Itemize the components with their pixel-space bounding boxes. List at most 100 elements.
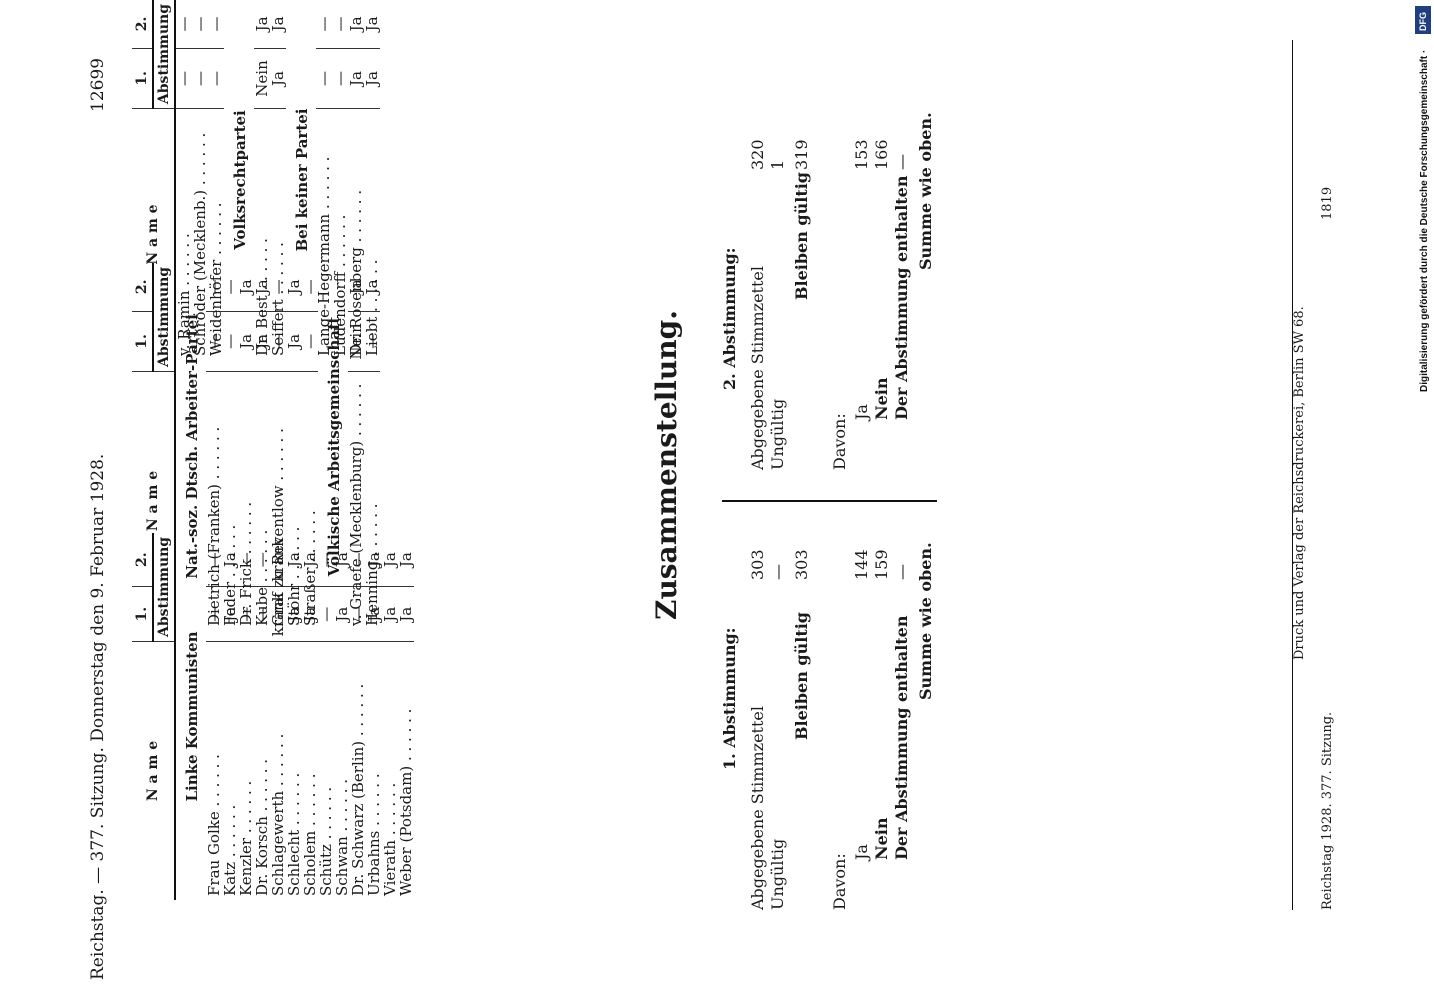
group-row: Bei keiner Partei: [286, 0, 316, 360]
member-name: v. Graefe (Mecklenburg) . . . . . .: [347, 383, 365, 626]
vote2-cell: Ja: [381, 532, 399, 587]
first-enthalten-label: Der Abstimmung enthalten: [892, 615, 911, 861]
name-header: N a m e: [132, 108, 175, 360]
first-nein-label: Nein: [872, 817, 891, 860]
name-header: N a m e: [132, 371, 175, 630]
dfg-logo-text: DFG: [1418, 12, 1428, 31]
vote2-header: 2.: [132, 0, 153, 49]
member-name: Dietrich (Franken) . . . . . .: [205, 426, 223, 626]
second-nein-value: 166: [872, 139, 891, 170]
vote1-header: 1.: [132, 48, 153, 109]
vote-table-3: N a m e 1. 2. Abstimmung v. Ramin . . . …: [132, 0, 381, 360]
member-name: Straßer . . . . . .: [301, 510, 319, 626]
footer-center: Druck und Verlag der Reichsdruckerei, Be…: [1292, 306, 1307, 660]
second-summe-label: Summe wie oben.: [916, 112, 935, 270]
member-name: Kenzler . . . . . .: [237, 780, 255, 896]
member-name: Schütz . . . . . .: [317, 786, 335, 896]
second-enthalten-value: —: [892, 154, 911, 170]
vote1-cell: —: [191, 48, 209, 109]
second-nein-label: Nein: [872, 377, 891, 420]
table-row: v. Ramin . . . . . . ——: [175, 0, 193, 360]
member-name: Schwan . . . . . .: [333, 779, 351, 896]
first-ungueltig-label: Ungültig: [768, 838, 787, 910]
summary-title: Zusammenstellung.: [650, 310, 683, 620]
first-enthalten-value: —: [892, 564, 911, 580]
vote1-cell: —: [207, 48, 225, 109]
vote1-cell: Ja: [363, 48, 381, 109]
vote1-cell: —: [331, 48, 349, 109]
vote1-cell: —: [175, 48, 193, 109]
vote1-cell: Ja: [397, 586, 415, 642]
footer-number: 1819: [1320, 186, 1335, 220]
second-abgegeben-label: Abgegebene Stimmzettel: [748, 266, 767, 470]
first-ja-value: 144: [852, 549, 871, 580]
vote2-cell: —: [175, 0, 193, 49]
vote1-cell: Ja: [269, 48, 287, 109]
party-group-heading: Bei keiner Partei: [293, 108, 311, 252]
member-name: Weidenhöfer . . . . . .: [207, 202, 225, 356]
first-ungueltig-value: —: [768, 564, 787, 580]
group-row: Volksrechtpartei: [224, 0, 254, 360]
dfg-text: Digitalisierung gefördert durch die Deut…: [1419, 50, 1430, 392]
member-name: Weber (Potsdam) . . . . . .: [397, 708, 415, 896]
first-davon-label: Davon:: [830, 853, 849, 910]
member-name: Henning . . . . . .: [363, 503, 381, 626]
vote1-cell: Ja: [381, 586, 399, 642]
vote-label: Abstimmung: [153, 0, 175, 109]
second-bleiben-label: Bleiben gültig: [792, 172, 811, 300]
second-ungueltig-value: 1: [768, 159, 787, 170]
second-vote-heading: 2. Abstimmung:: [720, 247, 739, 390]
member-name: v. Ramin . . . . . .: [175, 233, 193, 356]
second-ungueltig-label: Ungültig: [768, 398, 787, 470]
first-abgegeben-value: 303: [748, 549, 767, 580]
second-enthalten-label: Der Abstimmung enthalten: [892, 175, 911, 421]
member-name: Dr. Schwarz (Berlin) . . . . . .: [349, 683, 367, 896]
name-header: N a m e: [132, 641, 175, 900]
first-vote-heading: 1. Abstimmung:: [720, 627, 739, 770]
table-row: Schröder (Mecklenb.) . . . . . .——: [191, 0, 209, 360]
member-name: Urbahns . . . . . .: [365, 773, 383, 896]
footer-rule: [1292, 40, 1293, 910]
first-bleiben-label: Bleiben gültig: [792, 612, 811, 740]
member-name: Seiffert . . . . . .: [269, 242, 287, 356]
member-name: Kube . . . . . .: [253, 529, 271, 626]
footer-left: Reichstag 1928. 377. Sitzung.: [1320, 711, 1335, 910]
member-name: Stöhr . . . . . .: [285, 526, 303, 626]
vote2-cell: Ja: [269, 0, 287, 49]
second-ja-value: 153: [852, 139, 871, 170]
member-name: Schlagewerth . . . . . .: [269, 733, 287, 896]
first-abgegeben-label: Abgegebene Stimmzettel: [748, 706, 767, 910]
member-name: Lange-Hegermann . . . . . .: [315, 156, 333, 356]
member-name: Vierath . . . . . .: [381, 782, 399, 896]
vote1-cell: —: [315, 48, 333, 109]
vote2-cell: —: [207, 0, 225, 49]
vote2-cell: Ja: [397, 532, 415, 587]
member-name: Graf zu Reventlow . . . . . .: [269, 428, 287, 626]
first-ja-label: Ja: [852, 844, 871, 860]
vote1-cell: Ja: [347, 48, 365, 109]
member-name: Schröder (Mecklenb.) . . . . . .: [191, 132, 209, 356]
vote2-cell: —: [315, 0, 333, 49]
member-name: Frau Golke . . . . . .: [205, 754, 223, 896]
dfg-strip: DFG Digitalisierung gefördert durch die …: [1415, 6, 1431, 392]
table-3-body: v. Ramin . . . . . .——Schröder (Mecklenb…: [175, 0, 381, 360]
second-ja-label: Ja: [852, 404, 871, 420]
table-row: Ludendorff . . . . . .——: [331, 0, 349, 360]
vote1-cell: Nein: [253, 48, 271, 109]
first-summe-label: Summe wie oben.: [916, 542, 935, 700]
page-header: Reichstag. — 377. Sitzung. Donnerstag de…: [88, 453, 108, 980]
member-name: Schlecht . . . . . .: [285, 772, 303, 896]
member-name: Dr. Frick . . . . . .: [237, 501, 255, 626]
first-bleiben-value: 303: [792, 549, 811, 580]
member-name: Dr. Korsch . . . . . .: [253, 758, 271, 896]
table-row: Weidenhöfer . . . . . . ——: [207, 0, 225, 360]
second-bleiben-value: 319: [792, 139, 811, 170]
vote2-cell: Ja: [347, 0, 365, 49]
